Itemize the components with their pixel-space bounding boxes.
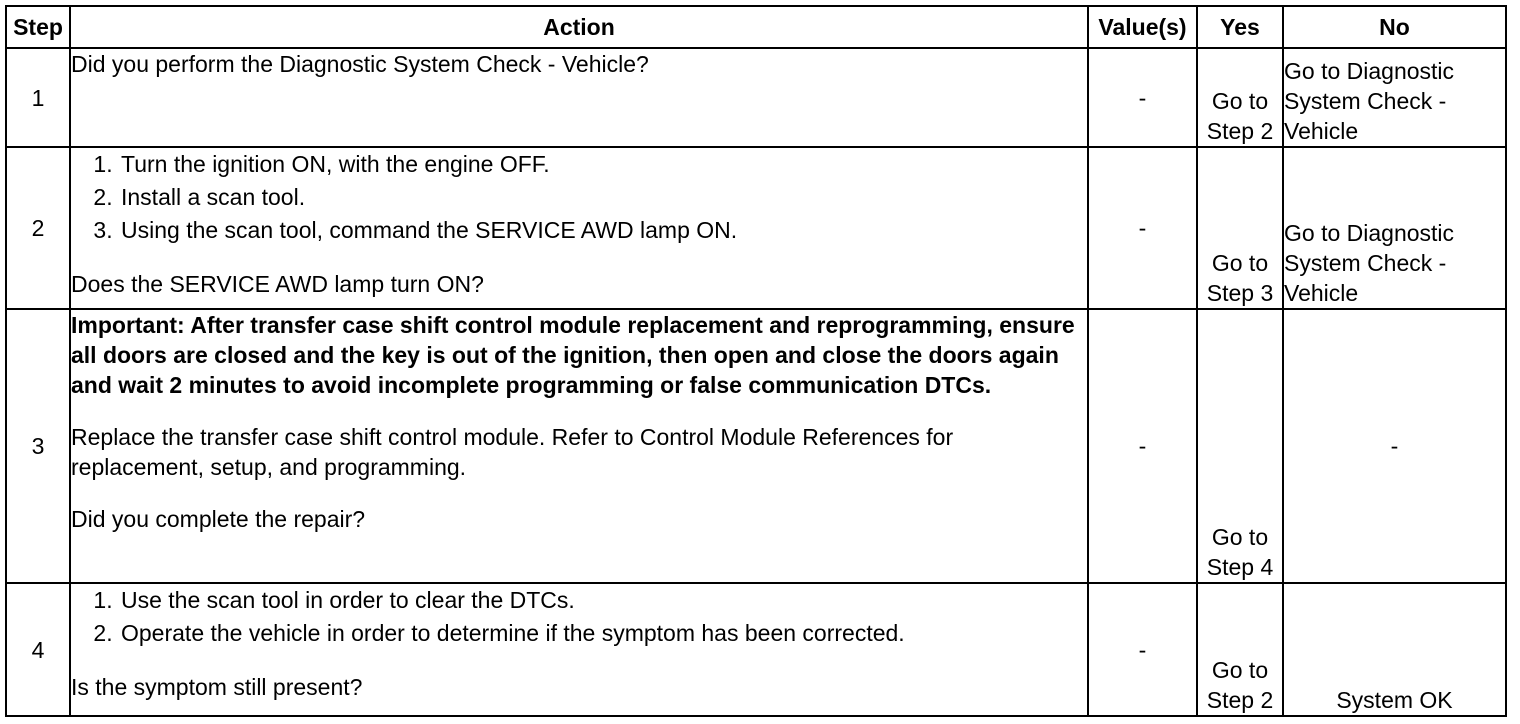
table-row: 3 Important: After transfer case shift c…	[5, 308, 1507, 584]
action-list-item: Using the scan tool, command the SERVICE…	[119, 214, 1087, 247]
table-row: 1 Did you perform the Diagnostic System …	[5, 47, 1507, 148]
action-list: Turn the ignition ON, with the engine OF…	[71, 148, 1087, 247]
header-yes: Yes	[1196, 5, 1284, 49]
no-cell: -	[1282, 308, 1507, 584]
table-row: 2 Turn the ignition ON, with the engine …	[5, 146, 1507, 310]
table-row: 4 Use the scan tool in order to clear th…	[5, 582, 1507, 717]
action-cell: Important: After transfer case shift con…	[69, 308, 1089, 584]
no-line: Go to Diagnostic	[1284, 58, 1455, 84]
action-cell: Did you perform the Diagnostic System Ch…	[69, 47, 1089, 148]
value-cell: -	[1087, 47, 1198, 148]
yes-cell: Go to Step 3	[1196, 146, 1284, 310]
yes-line: Step 3	[1206, 280, 1274, 306]
step-number: 4	[5, 582, 71, 717]
yes-line: Step 4	[1206, 554, 1274, 580]
header-step: Step	[5, 5, 71, 49]
action-list-item: Turn the ignition ON, with the engine OF…	[119, 148, 1087, 181]
no-cell: Go to Diagnostic System Check - Vehicle	[1282, 47, 1507, 148]
action-question: Is the symptom still present?	[71, 674, 363, 700]
yes-line: Step 2	[1206, 118, 1274, 144]
action-cell: Turn the ignition ON, with the engine OF…	[69, 146, 1089, 310]
header-row: Step Action Value(s) Yes No	[5, 5, 1507, 49]
value-cell: -	[1087, 582, 1198, 717]
no-cell: System OK	[1282, 582, 1507, 717]
value-cell: -	[1087, 308, 1198, 584]
action-cell: Use the scan tool in order to clear the …	[69, 582, 1089, 717]
yes-cell: Go to Step 2	[1196, 47, 1284, 148]
value-cell: -	[1087, 146, 1198, 310]
action-list: Use the scan tool in order to clear the …	[71, 584, 1087, 650]
no-line: Go to Diagnostic	[1284, 220, 1455, 246]
action-question: Did you complete the repair?	[71, 506, 366, 532]
yes-cell: Go to Step 2	[1196, 582, 1284, 717]
header-no: No	[1282, 5, 1507, 49]
no-line: System Check -	[1284, 88, 1447, 114]
diagnostic-table: Step Action Value(s) Yes No 1 Did you pe…	[5, 5, 1507, 717]
action-question: Does the SERVICE AWD lamp turn ON?	[71, 271, 484, 297]
action-question: Did you perform the Diagnostic System Ch…	[71, 51, 649, 77]
yes-line: Step 2	[1206, 687, 1274, 713]
important-note: Important: After transfer case shift con…	[71, 312, 1075, 398]
step-number: 2	[5, 146, 71, 310]
yes-line: Go to	[1211, 524, 1269, 550]
header-action: Action	[69, 5, 1089, 49]
header-values: Value(s)	[1087, 5, 1198, 49]
no-cell: Go to Diagnostic System Check - Vehicle	[1282, 146, 1507, 310]
step-number: 1	[5, 47, 71, 148]
no-line: System Check -	[1284, 250, 1447, 276]
yes-line: Go to	[1211, 88, 1269, 114]
action-list-item: Use the scan tool in order to clear the …	[119, 584, 1087, 617]
action-list-item: Operate the vehicle in order to determin…	[119, 617, 1087, 650]
no-line: Vehicle	[1284, 118, 1359, 144]
yes-line: Go to	[1211, 657, 1269, 683]
step-number: 3	[5, 308, 71, 584]
action-instruction: Replace the transfer case shift control …	[71, 424, 954, 480]
no-line: Vehicle	[1284, 280, 1359, 306]
yes-line: Go to	[1211, 250, 1269, 276]
action-list-item: Install a scan tool.	[119, 181, 1087, 214]
yes-cell: Go to Step 4	[1196, 308, 1284, 584]
